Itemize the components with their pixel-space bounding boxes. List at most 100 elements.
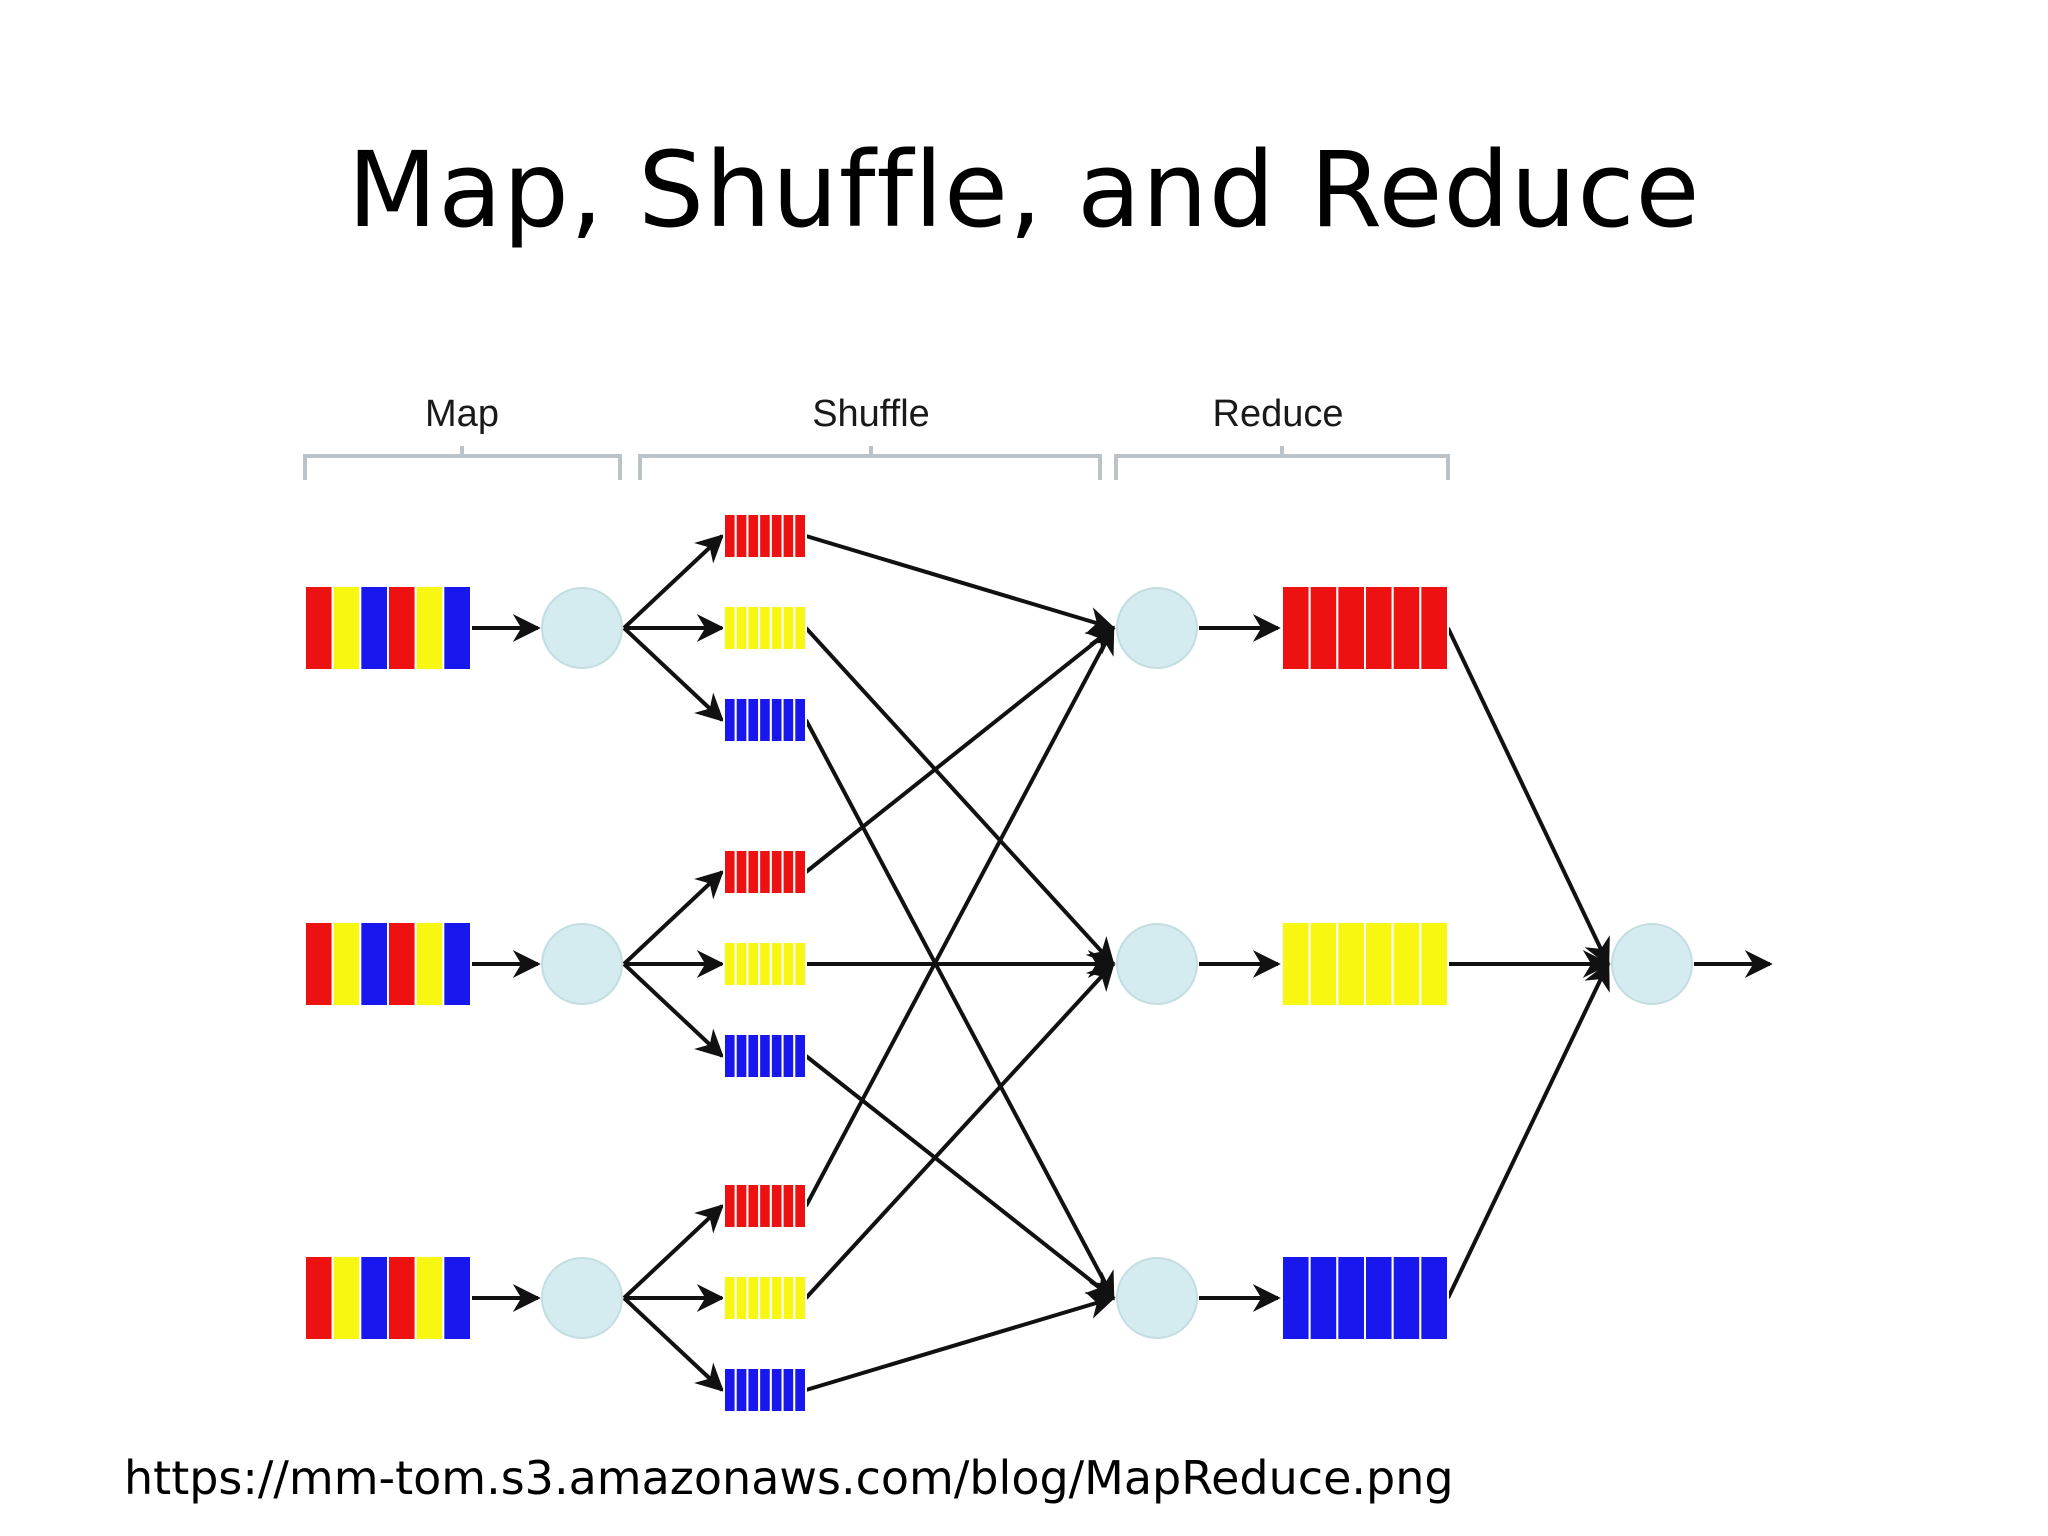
partition-block-segment: [746, 941, 761, 987]
partition-block-segment: [734, 697, 749, 743]
input-block-segment: [359, 585, 390, 671]
partition-block-segment: [793, 849, 807, 895]
partition-block-segment: [723, 513, 737, 559]
partition-block-segment: [793, 513, 807, 559]
input-block-segment: [331, 585, 362, 671]
partition-block: [723, 697, 807, 743]
partition-block-segment: [746, 513, 761, 559]
input-block-segment: [387, 1255, 417, 1341]
partition-block-segment: [723, 1275, 737, 1321]
partition-block-segment: [793, 1033, 807, 1079]
mapper-to-partition-arrow: [622, 534, 725, 630]
partition-to-reducer-arrow: [804, 626, 1116, 874]
reduce-output-block-segment: [1336, 921, 1367, 1007]
partition-block-segment: [723, 1033, 737, 1079]
output-to-final-arrow: [1446, 961, 1610, 1299]
input-block-segment: [387, 921, 417, 1007]
partition-block-segment: [746, 605, 761, 651]
mapper-node: [541, 1257, 623, 1339]
partition-block-segment: [758, 513, 772, 559]
partition-block-segment: [769, 605, 784, 651]
reduce-output-block-segment: [1281, 921, 1311, 1007]
mapper-to-partition-arrow: [622, 1204, 725, 1300]
mapper-to-partition-arrow: [622, 1296, 725, 1392]
reduce-output-block: [1281, 585, 1450, 671]
partition-block: [723, 941, 807, 987]
partition-block-segment: [734, 849, 749, 895]
partition-block-segment: [769, 849, 784, 895]
partition-block-segment: [723, 605, 737, 651]
partition-block-segment: [758, 1367, 772, 1413]
input-block-segment: [442, 921, 473, 1007]
reduce-output-block-segment: [1391, 585, 1422, 671]
partition-block-segment: [781, 1367, 796, 1413]
partition-block-segment: [746, 1033, 761, 1079]
partition-to-reducer-arrow: [804, 625, 1115, 1207]
mapper-node: [541, 587, 623, 669]
partition-block-segment: [781, 605, 796, 651]
partition-block-segment: [746, 1183, 761, 1229]
output-to-final-arrow: [1446, 627, 1610, 967]
input-block-segment: [304, 921, 334, 1007]
stage-label-map: Map: [425, 393, 499, 435]
partition-to-reducer-arrow: [804, 719, 1115, 1301]
input-block-segment: [359, 1255, 390, 1341]
reduce-output-block: [1281, 1255, 1450, 1341]
partition-to-reducer-arrow: [804, 626, 1115, 967]
partition-block-segment: [769, 941, 784, 987]
partition-block-segment: [793, 605, 807, 651]
partition-block-segment: [723, 849, 737, 895]
partition-block: [723, 1183, 807, 1229]
reduce-output-block-segment: [1364, 921, 1394, 1007]
partition-block: [723, 1033, 807, 1079]
partition-block-segment: [769, 1183, 784, 1229]
input-block-segment: [359, 921, 390, 1007]
input-block-segment: [442, 1255, 473, 1341]
partition-block-segment: [734, 1275, 749, 1321]
partition-block-segment: [769, 1275, 784, 1321]
input-block-segment: [304, 1255, 334, 1341]
partition-to-reducer-arrow: [805, 534, 1116, 635]
partition-block-segment: [758, 1275, 772, 1321]
partition-block-segment: [781, 849, 796, 895]
partition-block-segment: [769, 1367, 784, 1413]
mapper-node: [541, 923, 623, 1005]
reducer-node: [1116, 1257, 1198, 1339]
partition-to-reducer-arrow: [804, 961, 1115, 1300]
partition-block-segment: [723, 1367, 737, 1413]
partition-block-segment: [769, 513, 784, 559]
partition-block-segment: [781, 1033, 796, 1079]
input-block-segment: [387, 585, 417, 671]
partition-block-segment: [734, 1367, 749, 1413]
input-block: [304, 585, 473, 671]
partition-block-segment: [758, 605, 772, 651]
reduce-output-block-segment: [1364, 1255, 1394, 1341]
final-node: [1611, 923, 1693, 1005]
partition-block: [723, 513, 807, 559]
partition-block-segment: [781, 513, 796, 559]
stage-label-shuffle: Shuffle: [812, 393, 930, 435]
input-block-segment: [414, 585, 445, 671]
partition-block-segment: [746, 849, 761, 895]
reduce-output-block-segment: [1419, 585, 1450, 671]
reduce-output-block-segment: [1391, 1255, 1422, 1341]
reduce-output-block-segment: [1308, 921, 1339, 1007]
edges-layer: [471, 534, 1773, 1392]
source-url: https://mm-tom.s3.amazonaws.com/blog/Map…: [124, 1451, 1454, 1505]
input-block-segment: [414, 921, 445, 1007]
bracket-map: [303, 446, 622, 480]
input-block-segment: [442, 585, 473, 671]
input-block-segment: [331, 1255, 362, 1341]
partition-block-segment: [781, 697, 796, 743]
partition-block: [723, 1367, 807, 1413]
partition-block-segment: [734, 513, 749, 559]
mapper-to-partition-arrow: [622, 626, 725, 722]
mapper-to-partition-arrow: [622, 870, 725, 966]
partition-block-segment: [746, 1367, 761, 1413]
reduce-output-block-segment: [1281, 1255, 1311, 1341]
partition-block-segment: [793, 1183, 807, 1229]
partition-block-segment: [746, 697, 761, 743]
reduce-output-block-segment: [1364, 585, 1394, 671]
partition-block-segment: [723, 697, 737, 743]
